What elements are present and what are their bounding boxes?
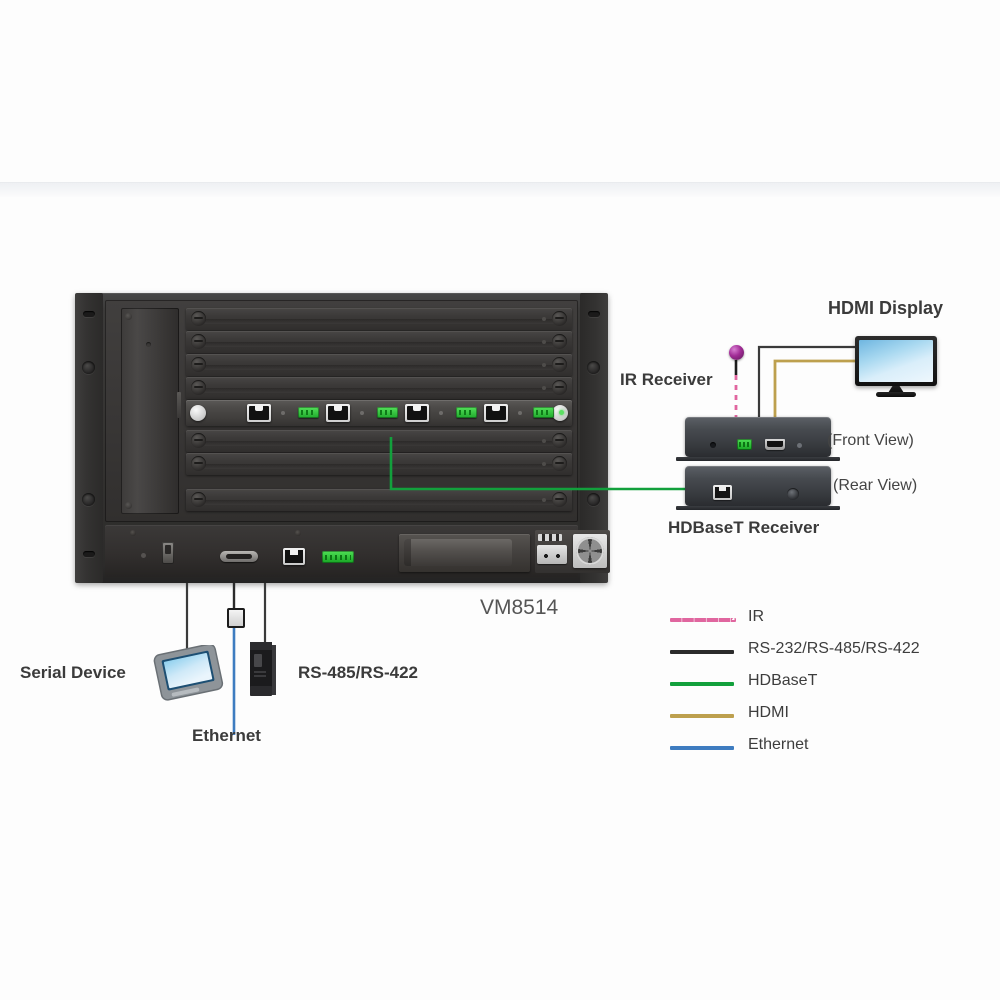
card-cage xyxy=(105,300,578,522)
card-slot[interactable] xyxy=(186,430,572,452)
hdmi-display-label: HDMI Display xyxy=(828,298,944,318)
serial-device-label: Serial Device xyxy=(20,663,126,682)
hdmi-display-icon xyxy=(855,336,937,398)
legend-swatch-rs xyxy=(670,650,734,654)
voltage-selector[interactable] xyxy=(538,534,562,541)
legend-swatch-ir xyxy=(670,618,736,622)
hdbaset-port-2[interactable] xyxy=(326,404,350,422)
hdbaset-receiver-rear[interactable] xyxy=(676,466,840,510)
card-slot[interactable] xyxy=(186,489,572,511)
ethernet-connector-icon xyxy=(227,608,245,628)
card-slot[interactable] xyxy=(186,331,572,353)
legend-swatch-ethernet xyxy=(670,746,734,750)
receiver-rj45-port[interactable] xyxy=(713,485,732,500)
background-band-line xyxy=(0,182,1000,183)
card-slot[interactable] xyxy=(186,377,572,399)
terminal-block-1[interactable] xyxy=(298,407,319,418)
legend-label: IR xyxy=(748,608,764,625)
legend-label: Ethernet xyxy=(748,736,809,753)
ethernet-port[interactable] xyxy=(283,548,305,565)
terminal-block-2[interactable] xyxy=(377,407,398,418)
rack-ear-left xyxy=(75,293,103,583)
rs485-terminal-block[interactable] xyxy=(322,551,354,563)
background-band xyxy=(0,183,1000,197)
legend-swatch-hdbaset xyxy=(670,682,734,686)
hdbaset-port-3[interactable] xyxy=(405,404,429,422)
card-ejector-left[interactable] xyxy=(190,405,206,421)
db9-serial-port[interactable] xyxy=(220,551,258,562)
status-led xyxy=(559,410,564,415)
hdmi-output-port[interactable] xyxy=(765,439,785,450)
serial-device-icon xyxy=(152,643,226,705)
legend-label: HDMI xyxy=(748,704,789,721)
receiver-power-jack[interactable] xyxy=(787,488,799,500)
hdbaset-output-card[interactable] xyxy=(186,400,572,426)
hdbaset-port-4[interactable] xyxy=(484,404,508,422)
blank-filler-panel xyxy=(121,308,181,514)
terminal-block-3[interactable] xyxy=(456,407,477,418)
chassis-io-panel xyxy=(105,525,610,577)
legend-label: RS-232/RS-485/RS-422 xyxy=(748,640,920,657)
ir-receiver-bulb-icon xyxy=(729,345,744,360)
device-model-label: VM8514 xyxy=(480,596,559,619)
power-inlet-module xyxy=(535,530,610,573)
power-switch[interactable] xyxy=(162,542,174,564)
ir-receiver-label: IR Receiver xyxy=(620,370,713,389)
receiver-terminal-block[interactable] xyxy=(737,439,752,450)
power-supply-module xyxy=(399,534,530,572)
card-slot[interactable] xyxy=(186,453,572,475)
receiver-led xyxy=(797,443,802,448)
fan-icon xyxy=(573,534,607,568)
card-slot[interactable] xyxy=(186,354,572,376)
front-view-label: (Front View) xyxy=(827,432,914,449)
terminal-block-4[interactable] xyxy=(533,407,554,418)
ir-port[interactable] xyxy=(710,442,716,448)
legend-swatch-hdmi xyxy=(670,714,734,718)
rs485-device-icon xyxy=(248,640,278,698)
ethernet-label: Ethernet xyxy=(192,726,261,745)
rear-view-label: (Rear View) xyxy=(833,477,918,494)
hdbaset-port-1[interactable] xyxy=(247,404,271,422)
rs485-label: RS-485/RS-422 xyxy=(298,663,419,682)
card-slot[interactable] xyxy=(186,308,572,330)
vm8514-chassis[interactable] xyxy=(75,293,610,583)
iec-power-inlet[interactable] xyxy=(537,545,567,564)
hdbaset-receiver-label: HDBaseT Receiver xyxy=(668,518,820,537)
hdbaset-receiver-front[interactable] xyxy=(676,417,840,461)
legend-label: HDBaseT xyxy=(748,672,818,689)
